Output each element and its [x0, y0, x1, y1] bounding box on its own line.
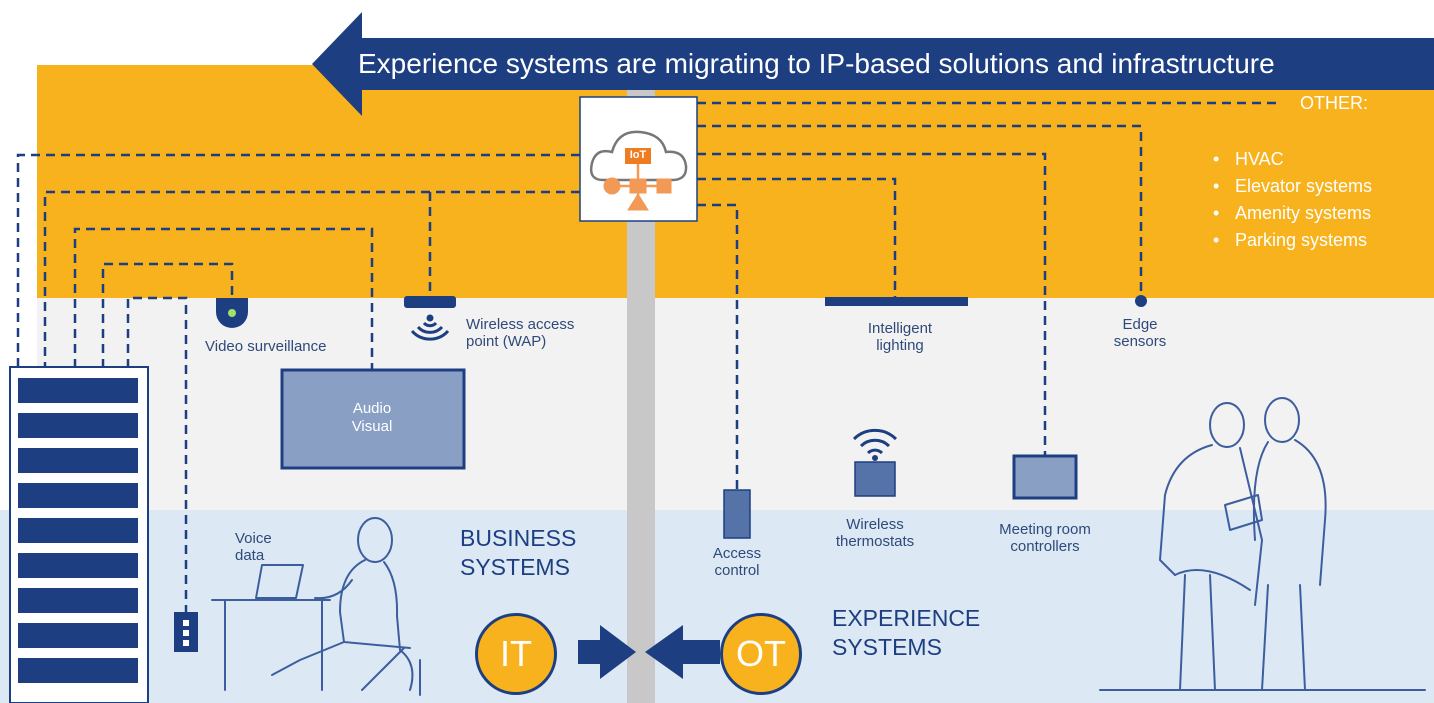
edge-sensors-label: Edge sensors [1100, 316, 1180, 351]
access-control-device [723, 489, 751, 539]
meeting-room-controller [1012, 454, 1078, 500]
other-item: Elevator systems [1213, 173, 1372, 200]
other-title: OTHER: [1300, 93, 1369, 113]
wap-label-line2: point (WAP) [466, 333, 547, 351]
floor-zone [0, 510, 1434, 703]
thermostat-icon [852, 428, 898, 497]
audio-visual-label-line1: Audio [352, 400, 392, 417]
other-item: HVAC [1213, 146, 1372, 173]
video-surveillance-label: Video surveillance [205, 338, 327, 355]
line-access [697, 203, 739, 490]
audio-visual-label: Audio Visual [282, 400, 462, 436]
wireless-thermostats-label: Wireless thermostats [820, 516, 930, 551]
other-list: HVAC Elevator systems Amenity systems Pa… [1213, 146, 1372, 254]
arrow-right-icon [578, 625, 636, 679]
meeting-room-controllers-line2: controllers [1010, 538, 1080, 556]
line-edge [697, 124, 1143, 297]
audio-visual-screen [280, 368, 466, 470]
edge-sensor-icon [1135, 295, 1147, 307]
outlet-icon [174, 612, 198, 652]
line-meeting [697, 152, 1047, 455]
wall-zone [37, 298, 1434, 510]
iot-badge-bg [625, 148, 651, 164]
voice-data-label: Voice data [235, 530, 272, 565]
line-voice [126, 296, 188, 612]
business-systems-title: BUSINESS SYSTEMS [460, 524, 576, 582]
audio-visual-label-line2: Visual [351, 418, 393, 435]
line-rack-1 [16, 153, 580, 368]
arrow-left-icon [645, 625, 720, 679]
line-wap [43, 190, 580, 368]
intelligent-lighting-line1: Intelligent [867, 320, 933, 337]
seated-worker-sketch [211, 517, 421, 696]
cloud-icon [589, 130, 688, 182]
intelligent-lighting-label: Intelligent lighting [830, 320, 970, 355]
ot-badge: OT [720, 613, 802, 695]
iot-badge-label: IoT [629, 149, 647, 161]
other-item: Parking systems [1213, 227, 1372, 254]
access-control-line2: control [714, 562, 760, 580]
experience-systems-line1: EXPERIENCE [832, 605, 981, 631]
wireless-thermostats-line2: thermostats [835, 533, 915, 551]
line-av [73, 227, 374, 370]
server-rack [9, 366, 149, 703]
dashed-connections [16, 101, 1282, 612]
voice-data-line1: Voice [235, 530, 272, 547]
banner-arrow [312, 12, 1434, 116]
business-systems-line1: BUSINESS [460, 525, 577, 551]
wap-icon [404, 296, 456, 341]
access-control-label: Access control [697, 545, 777, 580]
lighting-bar [825, 297, 968, 306]
iot-network-icon [603, 164, 672, 211]
wap-label-line1: Wireless access [466, 316, 575, 333]
wireless-thermostats-line1: Wireless [846, 516, 904, 533]
edge-sensors-line1: Edge [1122, 316, 1158, 333]
standing-people-sketch [1099, 397, 1426, 691]
it-badge: IT [475, 613, 557, 695]
meeting-room-controllers-label: Meeting room controllers [975, 521, 1115, 556]
edge-sensors-line2: sensors [1113, 333, 1167, 351]
experience-systems-line2: SYSTEMS [832, 633, 942, 660]
experience-systems-title: EXPERIENCE SYSTEMS [832, 604, 980, 662]
voice-data-line2: data [235, 547, 265, 565]
access-control-line1: Access [712, 545, 762, 562]
line-lighting [697, 177, 897, 297]
business-systems-line2: SYSTEMS [460, 553, 570, 580]
meeting-room-controllers-line1: Meeting room [999, 521, 1091, 538]
other-item: Amenity systems [1213, 200, 1372, 227]
wap-label: Wireless access point (WAP) [466, 316, 574, 351]
banner-title: Experience systems are migrating to IP-b… [358, 48, 1275, 79]
camera-icon [216, 298, 248, 328]
intelligent-lighting-line2: lighting [876, 337, 924, 355]
line-video [101, 262, 234, 368]
